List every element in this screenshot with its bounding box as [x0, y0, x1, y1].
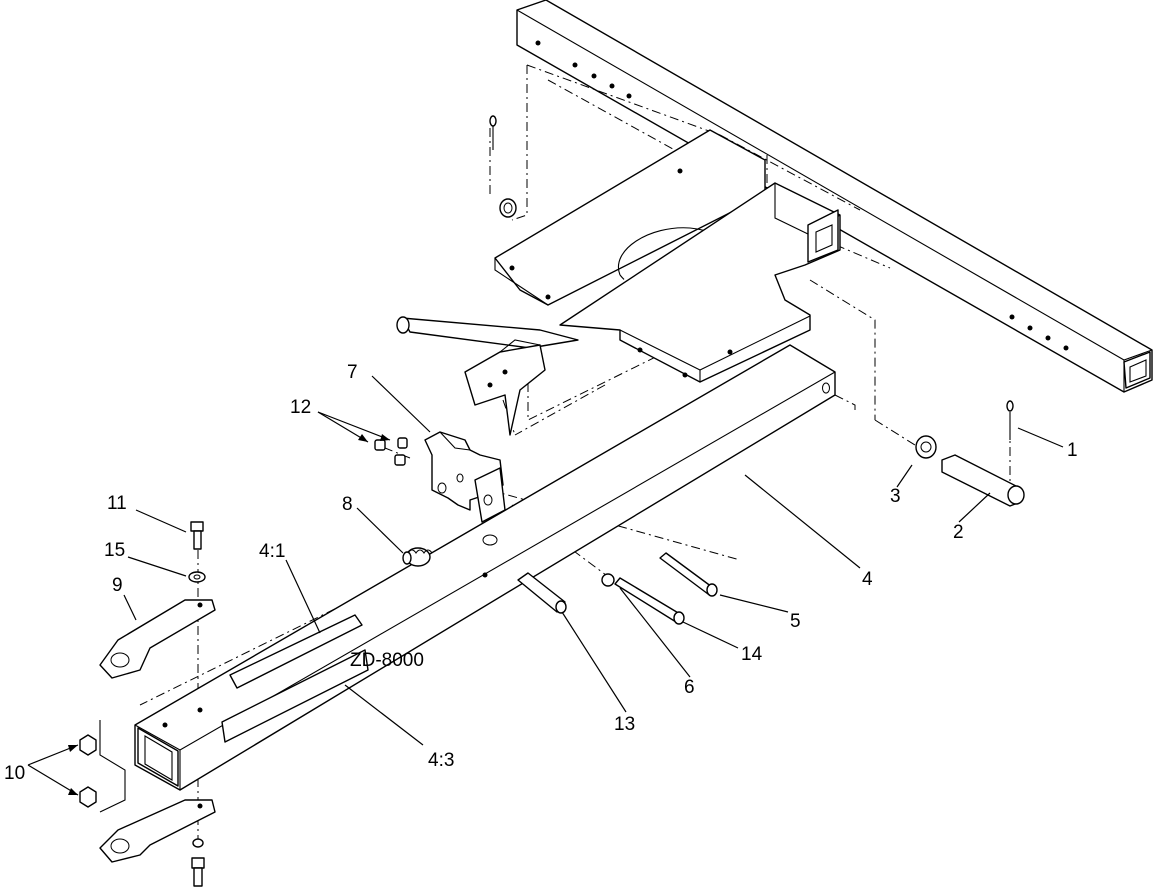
- decal-text: ZD-8000: [350, 650, 424, 671]
- callout-7: 7: [347, 362, 358, 383]
- callout-14: 14: [741, 644, 763, 665]
- leader-lines: [27, 375, 1064, 796]
- callout-15: 15: [104, 540, 125, 561]
- callout-4-3: 4:3: [428, 750, 454, 771]
- callout-12: 12: [290, 397, 311, 418]
- callout-4: 4: [862, 569, 873, 590]
- callout-1: 1: [1067, 440, 1078, 461]
- hitch-plate-lower: [99, 799, 216, 863]
- callout-8: 8: [342, 494, 353, 515]
- callout-10: 10: [4, 763, 25, 784]
- callout-3: 3: [890, 486, 901, 507]
- callout-9: 9: [112, 575, 123, 596]
- hardware: [79, 115, 1025, 887]
- callout-6: 6: [684, 677, 695, 698]
- latch-bracket: [424, 431, 506, 523]
- decal-4-3: ZD-8000: [221, 649, 424, 743]
- callout-2: 2: [953, 522, 964, 543]
- callout-5: 5: [790, 611, 801, 632]
- callout-4-1: 4:1: [259, 541, 285, 562]
- callout-labels: 1 2 3 4 5 6 7 8 9 10 11 12 13 14 15 4:1 …: [4, 362, 1078, 784]
- callout-11: 11: [107, 493, 127, 514]
- decal-4-1: [229, 614, 363, 689]
- hitch-plate-upper: [99, 599, 216, 679]
- frame-rail: [516, 0, 1153, 393]
- callout-13: 13: [614, 714, 635, 735]
- release-handle: [396, 316, 579, 436]
- tube-end-profile: [99, 720, 126, 813]
- pivot-bracket: [559, 182, 841, 383]
